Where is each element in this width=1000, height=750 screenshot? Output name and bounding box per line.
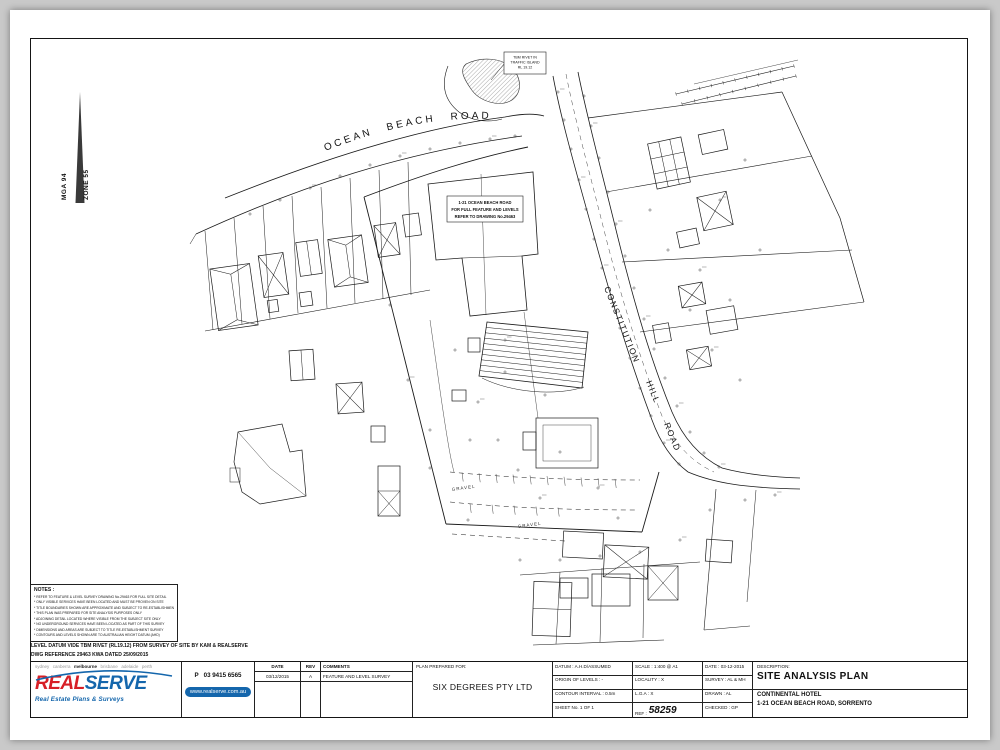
phone-value: 03 9415 6565 <box>203 672 242 679</box>
feature-note-line3: REFER TO DRAWING No.29463 <box>455 214 516 219</box>
note-line: * NO UNDERGROUND SERVICES HAVE BEEN LOCA… <box>34 622 165 627</box>
rev-header-date: DATE <box>255 662 301 672</box>
constitution-road-label-2: HILL <box>644 379 662 405</box>
datum-line-1: LEVEL DATUM VIDE TBM RIVET (RL19.12) FRO… <box>31 643 248 649</box>
rev-cell-empty <box>301 682 321 717</box>
info-contour-interval: CONTOUR INTERVAL : 0.5m <box>553 689 633 704</box>
city-label: sydney <box>35 664 50 669</box>
office-cities: sydney canberra melbourne brisbane adela… <box>35 664 177 669</box>
city-label: adelaide <box>121 664 139 669</box>
plan-title: SITE ANALYSIS PLAN <box>757 671 869 682</box>
tiered-roof-stripes <box>479 327 588 383</box>
logo-text-real: REAL <box>35 673 85 694</box>
road-constitution-hill: CONSTITUTION HILL ROAD <box>552 71 801 490</box>
info-datum: DATUM : A.H.D/ASSUMED <box>553 662 633 676</box>
phone-label: P <box>194 672 199 679</box>
phone-number: P 03 9415 6565 <box>182 672 254 679</box>
note-line: * DIMENSIONS AND AREAS ARE SUBJECT TO TI… <box>34 627 164 632</box>
realserve-logo: REALSERVE <box>35 670 177 694</box>
info-grid: DATUM : A.H.D/ASSUMED SCALE : 1:400 @ A1… <box>552 662 753 717</box>
note-line: * REFER TO FEATURE & LEVEL SURVEY DRAWIN… <box>34 594 167 599</box>
logo-swoosh <box>35 670 173 681</box>
rev-cell-empty <box>321 682 412 717</box>
description-divider <box>753 689 967 690</box>
rev-cell-comments: FEATURE AND LEVEL SURVEY <box>321 672 412 682</box>
description-cell: DESCRIPTION: SITE ANALYSIS PLAN CONTINEN… <box>752 662 967 717</box>
north-needle <box>75 92 85 203</box>
note-line: * THIS PLAN WAS PREPARED FOR SITE ANALYS… <box>34 611 142 616</box>
feature-note-box: 1-21 OCEAN BEACH ROAD FOR FULL FEATURE A… <box>446 195 524 223</box>
north-arrow: MGA 94 ZONE 55 <box>61 92 90 203</box>
project-address: 1-21 OCEAN BEACH ROAD, SORRENTO <box>757 701 872 708</box>
level-datum-note: LEVEL DATUM VIDE TBM RIVET (RL19.12) FRO… <box>31 642 248 660</box>
parking-bays <box>461 472 617 517</box>
info-sheet-number: SHEET No. 1 OF 1 <box>553 703 633 717</box>
tbm-note-line3: RL 19.12 <box>518 66 532 70</box>
gravel-label-2: GRAVEL <box>517 521 541 529</box>
courtyard-outline <box>535 417 599 469</box>
tbm-note-line1: TBM RIVET IN <box>513 56 537 60</box>
info-ref: REF : 58259 <box>633 703 703 717</box>
note-line: * ONLY VISIBLE SERVICES HAVE BEEN LOCATE… <box>34 600 164 605</box>
description-label: DESCRIPTION: <box>757 664 790 669</box>
mga-datum-label: MGA 94 <box>61 173 68 200</box>
project-name: CONTINENTAL HOTEL <box>757 692 822 698</box>
city-label: canberra <box>52 664 71 669</box>
info-origin-of-levels: ORIGIN OF LEVELS : - <box>553 675 633 690</box>
info-lga: L.G.A : X <box>633 689 703 704</box>
info-survey: SURVEY : AL & MH <box>703 676 753 690</box>
prepared-for-label: PLAN PREPARED FOR: <box>416 664 467 669</box>
datum-line-2: DWG REFERENCE 29463 KWA DATED 25/09/2015 <box>31 651 149 658</box>
note-line: * TITLE BOUNDARIES SHOWN ARE APPROXIMATE… <box>34 605 174 610</box>
note-line: * CONTOURS AND LEVELS SHOWN ARE TO AUSTR… <box>34 633 160 638</box>
logo-text-serve: SERVE <box>84 673 147 694</box>
info-date: DATE : 03-12-2015 <box>703 662 753 676</box>
tiered-roof-outline <box>478 321 589 389</box>
west-parcels <box>204 161 431 505</box>
spot-levels-layer <box>248 88 782 562</box>
realserve-logo-cell: sydney canberra melbourne brisbane adela… <box>31 662 181 717</box>
website-badge: www.realserve.com.au <box>184 687 252 697</box>
buildings-layer <box>209 129 739 638</box>
notes-block: NOTES : * REFER TO FEATURE & LEVEL SURVE… <box>30 584 178 642</box>
main-site: GRAVEL GRAVEL <box>363 146 701 646</box>
info-checked: CHECKED : GP <box>705 704 738 710</box>
rev-cell-rev: A <box>301 672 321 682</box>
feature-note-line1: 1-21 OCEAN BEACH ROAD <box>459 200 512 205</box>
logo-tagline: Real Estate Plans & Surveys <box>35 696 124 703</box>
city-label: perth <box>141 664 153 669</box>
rev-cell-empty <box>255 682 301 717</box>
info-scale: SCALE : 1:400 @ A1 <box>633 662 703 676</box>
prepared-for-name: SIX DEGREES PTY LTD <box>432 682 533 692</box>
ref-number: 58259 <box>648 705 677 716</box>
info-drawn: DRAWN : AL <box>703 690 753 704</box>
east-parcels <box>587 59 865 631</box>
zone-label: ZONE 55 <box>83 169 90 200</box>
city-label: brisbane <box>100 664 118 669</box>
title-block: sydney canberra melbourne brisbane adela… <box>30 661 968 718</box>
tbm-note-line2: TRAFFIC ISLAND <box>510 61 540 65</box>
rev-header-comments: COMMENTS <box>321 662 412 672</box>
info-locality: LOCALITY : X <box>633 675 703 690</box>
prepared-for-cell: PLAN PREPARED FOR: SIX DEGREES PTY LTD <box>412 662 552 717</box>
notes-title: NOTES : <box>34 587 55 593</box>
rev-cell-date: 03/12/2015 <box>255 672 301 682</box>
rev-header-rev: REV <box>301 662 321 672</box>
ocean-beach-road-label: OCEAN BEACH ROAD <box>323 111 492 154</box>
constitution-road-label-3: ROAD <box>662 421 683 453</box>
fence-ticks-layer <box>675 64 797 106</box>
city-label: melbourne <box>74 664 98 669</box>
revision-table: DATE REV COMMENTS 03/12/2015 A FEATURE A… <box>254 662 412 717</box>
hotel-building-outline <box>427 171 539 317</box>
note-line: * ADJOINING DETAIL LOCATED WHERE VISIBLE… <box>34 616 161 621</box>
tbm-note-box: TBM RIVET IN TRAFFIC ISLAND RL 19.12 <box>490 51 547 81</box>
feature-note-line2: FOR FULL FEATURE AND LEVELS <box>451 207 519 212</box>
ref-label: REF : <box>635 711 647 716</box>
contact-cell: P 03 9415 6565 www.realserve.com.au <box>181 662 254 717</box>
gravel-label-1: GRAVEL <box>451 484 475 492</box>
road-ocean-beach: OCEAN BEACH ROAD <box>189 111 545 245</box>
